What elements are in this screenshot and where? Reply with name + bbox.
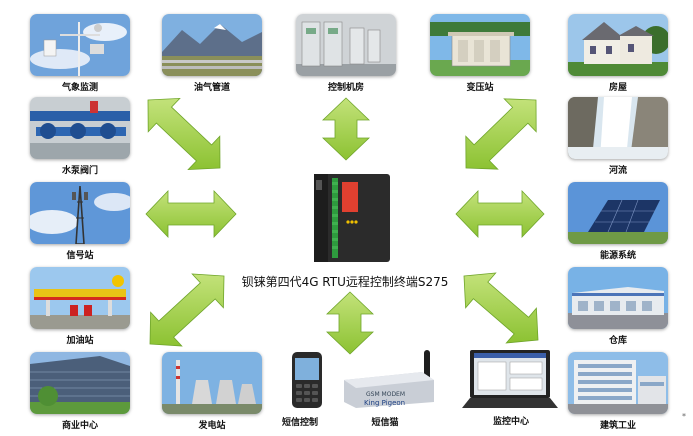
server-room-photo [296, 14, 396, 76]
arrow-warehouse-link [463, 272, 539, 344]
node-label: 短信控制 [281, 418, 318, 428]
node-energy: 能源系统 [568, 182, 668, 261]
node-label: 短信猫 [371, 418, 399, 428]
warehouse-photo [568, 267, 668, 329]
modem-brand-line2: King Pigeon [364, 399, 405, 407]
arrow-energy-link [455, 190, 545, 238]
node-sms-cat: GSM MODEM King Pigeon 短信猫 [338, 350, 438, 430]
node-label: 变压站 [466, 83, 494, 93]
corner-mark: * [682, 412, 686, 421]
pump-valve-photo [30, 97, 130, 159]
node-label: 能源系统 [599, 251, 636, 261]
node-label: 加油站 [66, 336, 94, 346]
node-pump-valve: 水泵阀门 [30, 97, 130, 176]
node-label: 水泵阀门 [61, 166, 98, 176]
node-label: 监控中心 [492, 417, 529, 427]
gas-station-photo [30, 267, 130, 329]
factory-photo [568, 352, 668, 414]
node-pipeline: 油气管道 [162, 14, 262, 93]
node-control-room: 控制机房 [296, 14, 396, 93]
node-business: 商业中心 [30, 352, 130, 431]
node-label: 房屋 [608, 83, 627, 93]
mobile-phone-photo [290, 350, 324, 410]
node-gas: 加油站 [30, 267, 130, 346]
node-label: 气象监测 [61, 83, 98, 93]
arrow-gas-link [149, 273, 225, 347]
node-substation: 变压站 [430, 14, 530, 93]
arrow-signal-link [145, 190, 237, 238]
node-sms-control: 短信控制 [270, 350, 330, 430]
node-warehouse: 仓库 [568, 267, 668, 346]
mountain-pipeline-photo [162, 14, 262, 76]
rtu-device [312, 172, 392, 264]
office-building-photo [30, 352, 130, 414]
weather-station-photo [30, 14, 130, 76]
device-title: 钡铼第四代4G RTU远程控制终端S275 [241, 275, 449, 289]
solar-panel-photo [568, 182, 668, 244]
node-label: 油气管道 [193, 83, 230, 93]
node-label: 河流 [608, 166, 627, 176]
power-plant-photo [162, 352, 262, 414]
node-label: 建筑工业 [599, 421, 636, 431]
arrow-substation-link [465, 98, 537, 170]
node-construction: 建筑工业 [568, 352, 668, 431]
node-monitor: 监控中心 [456, 348, 566, 430]
node-label: 商业中心 [61, 421, 98, 431]
gsm-modem-photo: GSM MODEM King Pigeon [342, 350, 438, 410]
modem-brand-line1: GSM MODEM [366, 391, 405, 398]
arrow-sms-link [326, 291, 374, 355]
dam-photo [568, 97, 668, 159]
node-label: 仓库 [608, 336, 627, 346]
arrow-control-link [322, 97, 370, 161]
arrow-weather-link [147, 97, 221, 171]
substation-photo [430, 14, 530, 76]
signal-tower-photo [30, 182, 130, 244]
node-signal: 信号站 [30, 182, 130, 261]
node-river: 河流 [568, 97, 668, 176]
house-photo [568, 14, 668, 76]
node-power: 发电站 [162, 352, 262, 431]
node-label: 发电站 [198, 421, 226, 431]
laptop-photo [458, 348, 562, 412]
node-label: 信号站 [66, 251, 94, 261]
node-house: 房屋 [568, 14, 668, 93]
node-label: 控制机房 [327, 83, 364, 93]
node-weather: 气象监测 [30, 14, 130, 93]
